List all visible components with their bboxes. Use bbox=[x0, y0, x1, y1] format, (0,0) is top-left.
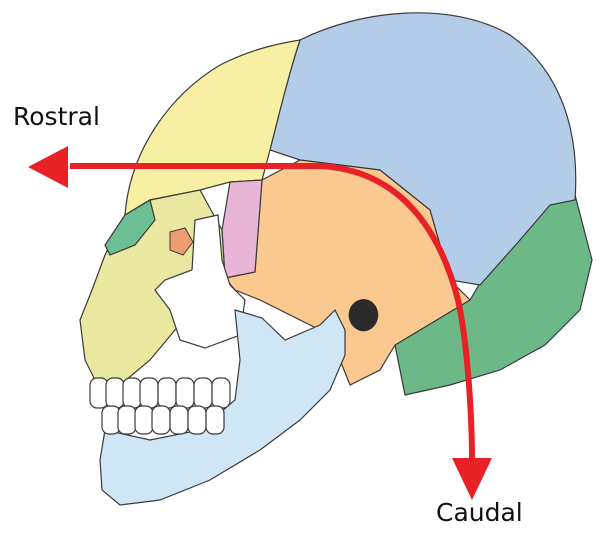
rostral-label: Rostral bbox=[13, 102, 100, 131]
lower-tooth bbox=[205, 405, 225, 435]
arrow-down-icon bbox=[452, 458, 492, 500]
lower-teeth bbox=[101, 405, 225, 435]
zygomatic-bone bbox=[154, 214, 246, 349]
sphenoid-bone bbox=[221, 179, 263, 279]
frontal-bone bbox=[124, 39, 301, 217]
lower-tooth bbox=[117, 405, 137, 435]
upper-tooth bbox=[122, 377, 142, 409]
upper-teeth bbox=[89, 377, 231, 409]
lower-tooth bbox=[151, 405, 171, 435]
lower-tooth bbox=[101, 405, 121, 435]
caudal-label: Caudal bbox=[436, 498, 523, 527]
ear-canal bbox=[348, 299, 379, 332]
nasal-bone bbox=[104, 199, 156, 256]
direction-arc bbox=[70, 163, 475, 461]
upper-tooth bbox=[139, 377, 159, 409]
lower-tooth bbox=[187, 405, 207, 435]
lower-tooth bbox=[169, 405, 189, 435]
upper-tooth bbox=[193, 377, 213, 409]
upper-tooth bbox=[89, 377, 109, 409]
upper-tooth bbox=[175, 377, 195, 409]
upper-tooth bbox=[105, 377, 125, 409]
upper-tooth bbox=[211, 377, 231, 409]
lacrimal-bone bbox=[169, 227, 194, 256]
lower-tooth bbox=[134, 405, 154, 435]
upper-tooth bbox=[157, 377, 177, 409]
arrow-left-icon bbox=[28, 146, 68, 188]
